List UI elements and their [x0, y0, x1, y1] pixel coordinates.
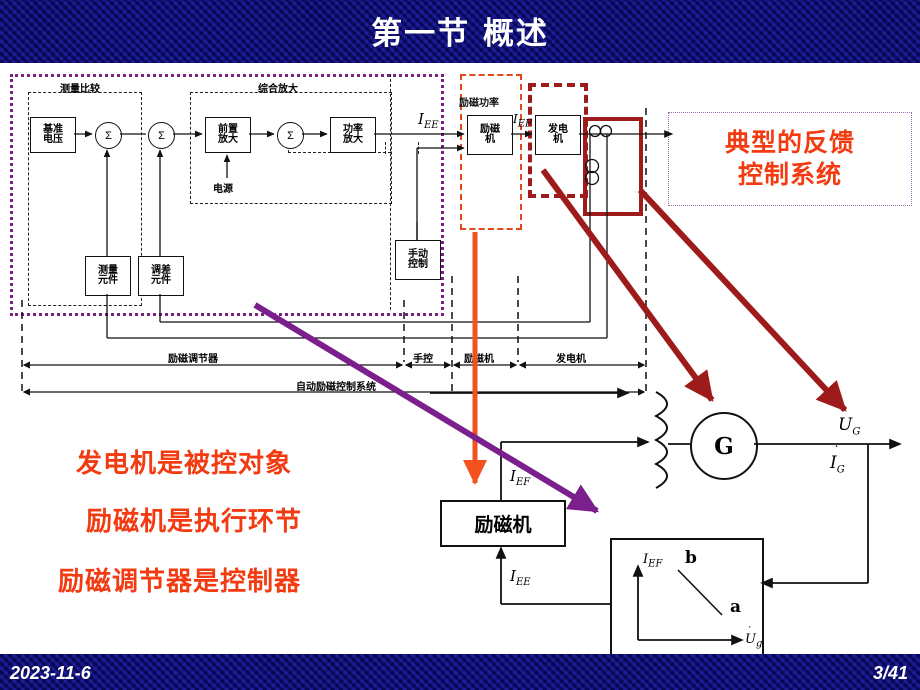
label-ig: ˙ IG: [830, 444, 845, 476]
block-manual-control-label: 手动 控制: [408, 248, 428, 270]
generator-symbol: G: [690, 412, 758, 480]
block-measure-element: 测量 元件: [85, 256, 131, 296]
block-manual-control: 手动 控制: [395, 240, 441, 280]
composite-amplify-group: [190, 92, 392, 204]
statement-3: 励磁调节器是控制器: [58, 567, 302, 597]
label-power-source: 电源: [213, 184, 233, 195]
ug-symbol: ˙ U: [838, 406, 853, 435]
inset-x-symbol: ˙ U: [745, 625, 756, 647]
page-title: 第一节 概述: [371, 16, 549, 52]
sum-symbol-3: Σ: [287, 129, 294, 142]
label-ug: ˙ UG: [838, 406, 861, 438]
header-band: [0, 0, 920, 63]
dim-label-generator: 发电机: [556, 354, 586, 365]
regulator-boundary: [10, 74, 444, 316]
i-ee-sch-sub: EE: [515, 577, 531, 588]
block-ref-voltage-label: 基准 电压: [43, 123, 63, 145]
summing-junction-2: Σ: [148, 122, 175, 149]
inset-x-sub: g: [755, 638, 763, 650]
annotation-arrow-transformer-to-ug: [637, 187, 848, 413]
block-power-amp: 功率 放大: [330, 117, 376, 153]
i-ee-subscript: EE: [423, 120, 439, 131]
ug-subscript: G: [852, 426, 861, 438]
block-generator: 发电 机: [535, 115, 581, 155]
block-exciter: 励磁 机: [467, 115, 513, 155]
annotation-arrow-regulator: [253, 302, 600, 514]
label-i-ee-diagram: IEE: [418, 110, 439, 131]
callout-line-1: 典型的反馈: [724, 128, 855, 157]
dim-label-regulator: 励磁调节器: [168, 354, 218, 365]
block-pre-amp-label: 前置 放大: [218, 123, 238, 145]
i-ef-subscript: EF: [517, 118, 532, 130]
dim-label-exciter: 励磁机: [464, 354, 494, 365]
exciter-block-label: 励磁机: [474, 514, 532, 536]
label-i-ef-diagram: IEF: [513, 112, 532, 129]
manual-group: [390, 74, 421, 310]
callout-line-2: 控制系统: [737, 160, 842, 189]
exciter-power-boundary: [460, 74, 522, 230]
transformer-highlight: [583, 117, 643, 216]
label-composite-amplify: 综合放大: [258, 84, 298, 95]
block-generator-label: 发电 机: [548, 123, 568, 145]
label-i-ee-schematic: IEE: [510, 567, 531, 588]
label-exciter-power: 励磁功率: [459, 98, 499, 109]
inset-y-symbol: I: [643, 552, 649, 567]
ig-subscript: G: [836, 464, 845, 476]
block-pre-amp: 前置 放大: [205, 117, 251, 153]
block-droop-element: 调差 元件: [138, 256, 184, 296]
label-measure-compare: 测量比较: [60, 84, 100, 95]
statement-1: 发电机是被控对象: [76, 449, 293, 479]
i-ee-sch-symbol: I: [510, 567, 516, 585]
footer-band: [0, 654, 920, 690]
exciter-block: 励磁机: [440, 500, 566, 547]
inset-y-axis-label: IEF: [643, 552, 662, 570]
statement-2: 励磁机是执行环节: [86, 507, 303, 537]
generator-symbol-label: G: [714, 432, 734, 460]
i-ef-sch-sub: EF: [515, 477, 531, 488]
sum-symbol-2: Σ: [158, 129, 165, 142]
summing-junction-3: Σ: [277, 122, 304, 149]
footer-page-number: 3/41: [872, 663, 908, 683]
measure-compare-group: [28, 92, 142, 306]
callout-typical-feedback: 典型的反馈 控制系统: [668, 112, 912, 206]
inset-point-a: a: [730, 597, 742, 617]
dim-label-manual: 手控: [413, 354, 433, 365]
block-exciter-label: 励磁 机: [480, 123, 500, 145]
i-ef-symbol: I: [513, 112, 518, 126]
footer-date: 2023-11-6: [10, 663, 91, 683]
dim-label-whole-system: 自动励磁控制系统: [296, 382, 376, 393]
summing-junction-1: Σ: [95, 122, 122, 149]
block-droop-element-label: 调差 元件: [151, 264, 171, 286]
label-i-ef-schematic: IEF: [510, 467, 530, 488]
inset-x-axis-label: ˙ Ug: [745, 625, 763, 650]
sum-symbol-1: Σ: [105, 129, 112, 142]
i-ee-symbol: I: [418, 110, 424, 128]
block-power-amp-label: 功率 放大: [343, 123, 363, 145]
ig-symbol: ˙ I: [830, 444, 840, 473]
block-ref-voltage: 基准 电压: [30, 117, 76, 153]
block-measure-element-label: 测量 元件: [98, 264, 118, 286]
inset-point-b: b: [685, 548, 697, 568]
inset-y-sub: EF: [648, 558, 663, 570]
